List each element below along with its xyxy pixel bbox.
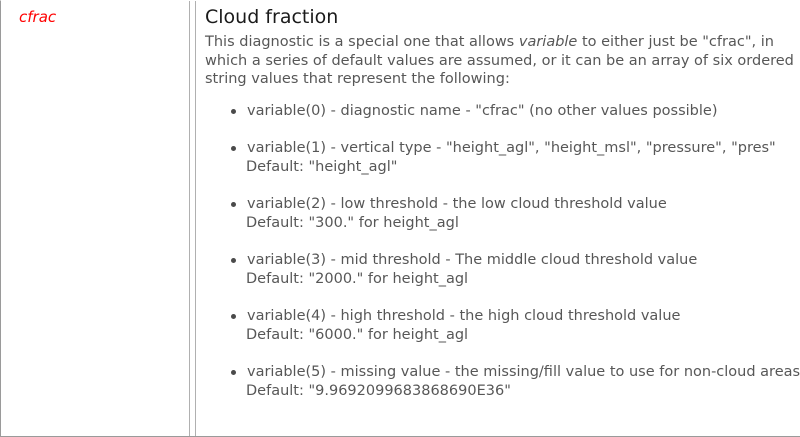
- intro-text-after: to either just be "cfrac", in which a se…: [205, 34, 794, 87]
- description-heading: Cloud fraction: [205, 6, 339, 28]
- description-intro: This diagnostic is a special one that al…: [205, 33, 800, 89]
- list-item-default: Default: "6000." for height_agl: [246, 326, 469, 343]
- variable-list: variable(0) - diagnostic name - "cfrac" …: [205, 102, 800, 401]
- list-item-default: Default: "9.9692099683868690E36": [246, 382, 511, 399]
- list-item-text: variable(4) - high threshold - the high …: [247, 308, 681, 324]
- list-item-text: variable(1) - vertical type - "height_ag…: [247, 140, 776, 156]
- intro-emphasis-variable: variable: [518, 34, 578, 50]
- list-item-default: Default: "2000." for height_agl: [246, 270, 469, 287]
- list-item: variable(0) - diagnostic name - "cfrac" …: [205, 102, 800, 121]
- bullet-icon: [231, 258, 236, 263]
- list-item: variable(1) - vertical type - "height_ag…: [205, 139, 800, 176]
- intro-text-before: This diagnostic is a special one that al…: [205, 34, 519, 50]
- list-item-text: variable(2) - low threshold - the low cl…: [247, 196, 667, 212]
- bullet-icon: [231, 108, 236, 114]
- bullet-icon: [231, 146, 236, 151]
- bullet-icon: [231, 370, 236, 375]
- list-item-text: variable(3) - mid threshold - The middle…: [247, 252, 698, 268]
- list-item: variable(5) - missing value - the missin…: [205, 363, 800, 400]
- description-cell: Cloud fraction This diagnostic is a spec…: [196, 1, 800, 436]
- list-item: variable(2) - low threshold - the low cl…: [205, 195, 800, 232]
- term-label: cfrac: [19, 8, 57, 26]
- list-item: variable(4) - high threshold - the high …: [205, 307, 800, 344]
- cell-divider: [190, 1, 196, 436]
- bullet-icon: [231, 202, 236, 207]
- list-item-text: variable(5) - missing value - the missin…: [247, 364, 800, 380]
- list-item-text: variable(0) - diagnostic name - "cfrac" …: [247, 102, 718, 119]
- term-cell: cfrac: [1, 1, 190, 436]
- bullet-icon: [231, 314, 236, 319]
- list-item: variable(3) - mid threshold - The middle…: [205, 251, 800, 288]
- list-item-default: Default: "height_agl": [246, 158, 398, 175]
- list-item-default: Default: "300." for height_agl: [246, 214, 459, 231]
